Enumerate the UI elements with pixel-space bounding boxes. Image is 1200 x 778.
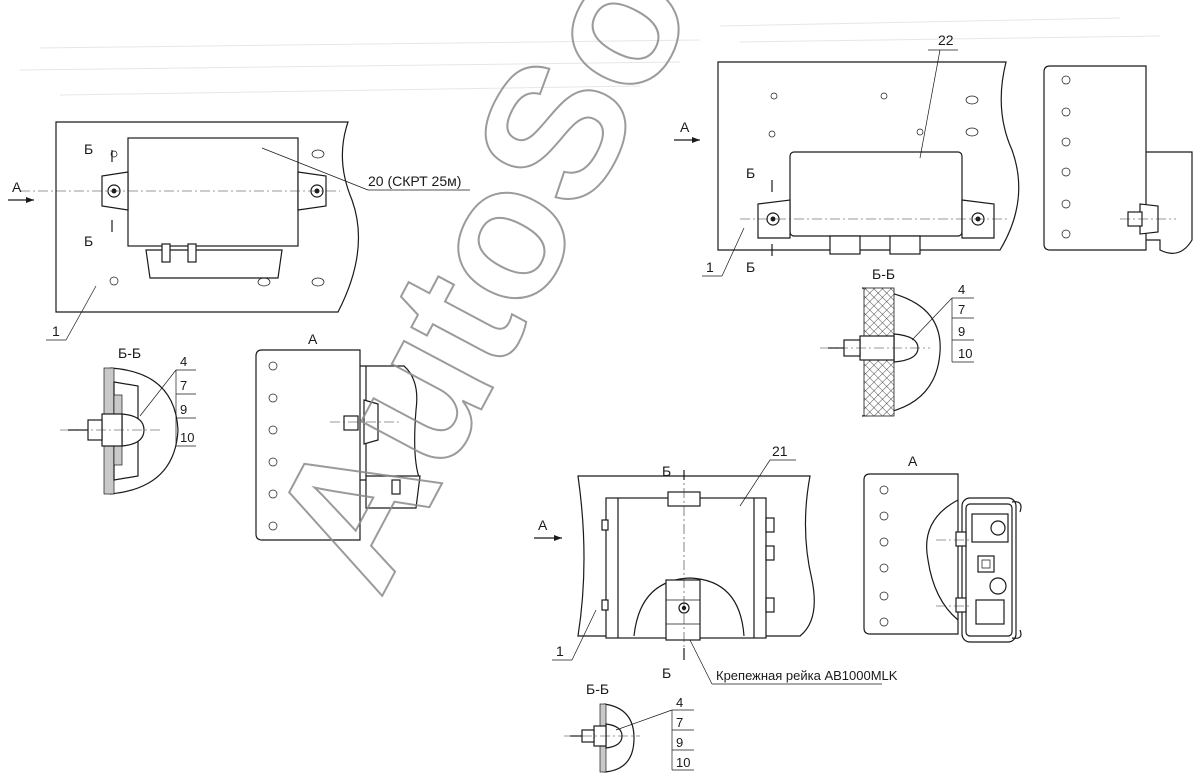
- callout-10-left: 10: [180, 430, 194, 445]
- scan-noise: [19, 17, 1161, 96]
- callout-10-bottom: 10: [676, 755, 690, 770]
- section-title-bottom: Б-Б: [586, 681, 609, 697]
- view-a-top-right: [1043, 65, 1193, 254]
- callout-7-right: 7: [958, 302, 965, 317]
- callout-7-bottom: 7: [676, 715, 683, 730]
- callout-part-22: 22: [938, 32, 954, 48]
- callout-9-right: 9: [958, 324, 965, 339]
- section-mark-b-top-3: Б: [662, 463, 671, 479]
- callout-7-left: 7: [180, 378, 187, 393]
- callout-part-20: 20 (СКРТ 25м): [368, 173, 461, 189]
- section-mark-b-top: Б: [84, 141, 93, 157]
- callout-4-right: 4: [958, 282, 965, 297]
- view-a-title-left: А: [308, 331, 318, 347]
- section-mark-b-bottom-3: Б: [662, 665, 671, 681]
- section-bb-bottom: Б-Б 4 7 9 10: [564, 681, 694, 773]
- view-a-bottom-right: А: [863, 453, 1022, 643]
- section-mark-b-bottom-2: Б: [746, 259, 755, 275]
- section-mark-b-bottom: Б: [84, 233, 93, 249]
- view-box-21: Б Б А 21 1 Крепежная рейка АВ1000MLK: [534, 443, 898, 685]
- callout-9-left: 9: [180, 402, 187, 417]
- view-arrow-a-3: А: [538, 517, 548, 533]
- callout-9-bottom: 9: [676, 735, 683, 750]
- callout-part-21: 21: [772, 443, 788, 459]
- section-title-right: Б-Б: [872, 266, 895, 282]
- callout-4-bottom: 4: [676, 695, 683, 710]
- callout-10-right: 10: [958, 346, 972, 361]
- section-bb-right: Б-Б 4 7 9 10: [820, 266, 974, 417]
- callout-part-1-b: 1: [706, 259, 714, 275]
- section-bb-left: Б-Б 4 7 9 10: [60, 345, 196, 495]
- callout-4-left: 4: [180, 354, 187, 369]
- view-a-title-bottom: А: [908, 453, 918, 469]
- view-a-left: А: [255, 331, 421, 541]
- view-arrow-a-2: А: [680, 119, 690, 135]
- callout-part-1-a: 1: [52, 323, 60, 339]
- view-box-20: Б Б А 20 (СКРТ 25м) 1: [8, 121, 470, 341]
- section-title-left: Б-Б: [118, 345, 141, 361]
- view-arrow-a-1: А: [12, 179, 22, 195]
- view-box-22: Б Б А 22 1: [674, 32, 1020, 277]
- section-mark-b-top-2: Б: [746, 165, 755, 181]
- callout-part-1-c: 1: [556, 643, 564, 659]
- callout-mounting-rail: Крепежная рейка АВ1000MLK: [716, 668, 898, 683]
